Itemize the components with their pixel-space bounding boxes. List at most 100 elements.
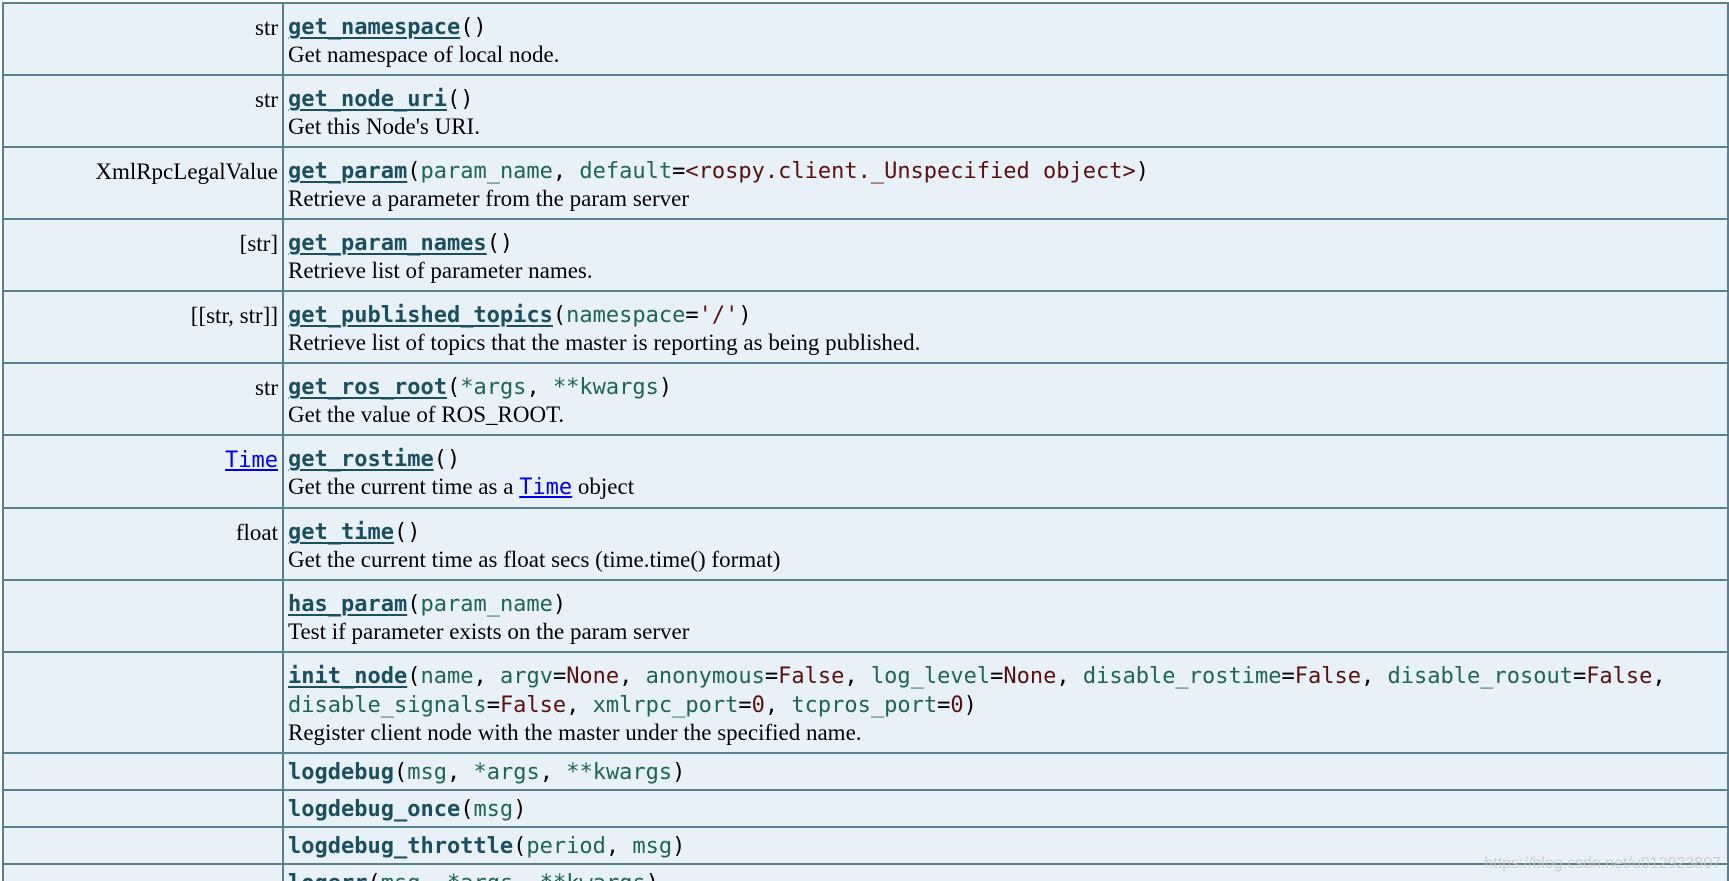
- function-name-logdebug-throttle[interactable]: logdebug_throttle: [288, 834, 514, 859]
- return-type: [2, 863, 284, 881]
- param-name: msg: [381, 871, 421, 881]
- function-name-logdebug-once[interactable]: logdebug_once: [288, 797, 461, 822]
- param-default: None: [1003, 664, 1057, 689]
- table-row: XmlRpcLegalValue get_param(param_name, d…: [2, 146, 1729, 220]
- function-cell: logdebug_throttle(period, msg): [282, 826, 1729, 865]
- param-name: *args: [473, 760, 540, 785]
- function-description: Retrieve list of parameter names.: [288, 258, 593, 283]
- return-type-cell: Time: [2, 434, 284, 509]
- return-type: [str]: [2, 218, 284, 292]
- param-default: 0: [751, 693, 765, 718]
- function-description: Register client node with the master und…: [288, 720, 862, 745]
- param-name: log_level: [870, 664, 991, 689]
- function-signature: logdebug(msg, *args, **kwargs): [288, 760, 686, 785]
- function-link-has-param[interactable]: has_param: [288, 592, 408, 617]
- description-text: Get the current time as a: [288, 474, 514, 499]
- type-link-time[interactable]: Time: [519, 475, 573, 500]
- function-description: Get this Node's URI.: [288, 114, 480, 139]
- param-name: msg: [632, 834, 673, 859]
- function-signature: get_param(param_name, default=<rospy.cli…: [288, 159, 1149, 184]
- function-signature: get_time(): [288, 520, 421, 545]
- return-type: [2, 789, 284, 828]
- return-type: str: [2, 74, 284, 148]
- param-name: argv: [499, 664, 553, 689]
- function-name-logdebug[interactable]: logdebug: [288, 760, 394, 785]
- function-link-get-node-uri[interactable]: get_node_uri: [288, 87, 447, 112]
- param-default: 0: [950, 693, 964, 718]
- param-name: **kwargs: [540, 871, 646, 881]
- param-default: '/': [698, 303, 739, 328]
- function-signature: get_rostime(): [288, 447, 461, 472]
- param-default: False: [1294, 664, 1361, 689]
- function-name-logerr[interactable]: logerr: [288, 871, 367, 881]
- function-description: Get the current time as a Time object: [288, 474, 1726, 501]
- table-row: float get_time() Get the current time as…: [2, 507, 1729, 581]
- function-cell: get_rostime() Get the current time as a …: [282, 434, 1729, 509]
- function-signature: get_param_names(): [288, 231, 514, 256]
- param-name: **kwargs: [566, 760, 673, 785]
- param-name: param_name: [420, 592, 553, 617]
- param-name: param_name: [420, 159, 553, 184]
- function-cell: get_namespace() Get namespace of local n…: [282, 2, 1729, 76]
- table-row: str get_namespace() Get namespace of loc…: [2, 2, 1729, 76]
- function-signature: get_namespace(): [288, 15, 487, 40]
- watermark: https://blog.csdn.net/u012923807: [1484, 855, 1721, 872]
- function-cell: get_ros_root(*args, **kwargs) Get the va…: [282, 362, 1729, 436]
- param-name: namespace: [566, 303, 686, 328]
- table-row: logdebug(msg, *args, **kwargs): [2, 752, 1729, 791]
- param-default: False: [778, 664, 845, 689]
- return-type: str: [2, 2, 284, 76]
- function-cell: get_published_topics(namespace='/') Retr…: [282, 290, 1729, 364]
- function-signature: logerr(msg, *args, **kwargs): [288, 869, 1726, 881]
- function-signature: logdebug_once(msg): [288, 797, 527, 822]
- param-name: anonymous: [645, 664, 765, 689]
- function-cell: get_param_names() Retrieve list of param…: [282, 218, 1729, 292]
- table-row: str get_ros_root(*args, **kwargs) Get th…: [2, 362, 1729, 436]
- function-link-get-rostime[interactable]: get_rostime: [288, 447, 434, 472]
- return-type: [2, 752, 284, 791]
- function-link-get-param[interactable]: get_param: [288, 159, 408, 184]
- type-link-time[interactable]: Time: [225, 448, 278, 473]
- function-description: Get namespace of local node.: [288, 42, 560, 67]
- param-name: disable_rosout: [1387, 664, 1573, 689]
- return-type: [2, 826, 284, 865]
- function-link-get-namespace[interactable]: get_namespace: [288, 15, 461, 40]
- param-name: *args: [447, 871, 513, 881]
- function-description: Retrieve a parameter from the param serv…: [288, 186, 690, 211]
- return-type: [2, 579, 284, 653]
- table-row: has_param(param_name) Test if parameter …: [2, 579, 1729, 653]
- function-signature-continuation: disable_signals=False, xmlrpc_port=0, tc…: [288, 693, 977, 718]
- function-link-get-param-names[interactable]: get_param_names: [288, 231, 487, 256]
- function-link-get-time[interactable]: get_time: [288, 520, 394, 545]
- param-name: **kwargs: [552, 375, 659, 400]
- description-text: object: [577, 474, 635, 499]
- function-description: Get the current time as float secs (time…: [288, 547, 781, 572]
- function-cell: logdebug(msg, *args, **kwargs): [282, 752, 1729, 791]
- return-type: [[str, str]]: [2, 290, 284, 364]
- return-type: float: [2, 507, 284, 581]
- param-name: msg: [473, 797, 514, 822]
- return-type: str: [2, 362, 284, 436]
- param-default: False: [1586, 664, 1653, 689]
- table-row: Time get_rostime() Get the current time …: [2, 434, 1729, 509]
- param-name: name: [420, 664, 474, 689]
- function-signature: get_published_topics(namespace='/'): [288, 303, 752, 328]
- function-cell: logerr(msg, *args, **kwargs): [282, 863, 1729, 881]
- table-row: init_node(name, argv=None, anonymous=Fal…: [2, 651, 1729, 754]
- table-row: [str] get_param_names() Retrieve list of…: [2, 218, 1729, 292]
- param-name: disable_signals: [288, 693, 487, 718]
- return-type: XmlRpcLegalValue: [2, 146, 284, 220]
- function-signature: init_node(name, argv=None, anonymous=Fal…: [288, 664, 1666, 689]
- param-name: xmlrpc_port: [592, 693, 739, 718]
- param-name: msg: [407, 760, 447, 785]
- param-default: None: [566, 664, 620, 689]
- param-name: default: [579, 159, 673, 184]
- function-link-init-node[interactable]: init_node: [288, 664, 408, 689]
- function-link-get-published-topics[interactable]: get_published_topics: [288, 303, 553, 328]
- param-name: *args: [460, 375, 527, 400]
- param-name: tcpros_port: [791, 693, 938, 718]
- function-link-get-ros-root[interactable]: get_ros_root: [288, 375, 447, 400]
- param-default: <rospy.client._Unspecified object>: [685, 159, 1136, 184]
- table-row: logdebug_throttle(period, msg): [2, 826, 1729, 865]
